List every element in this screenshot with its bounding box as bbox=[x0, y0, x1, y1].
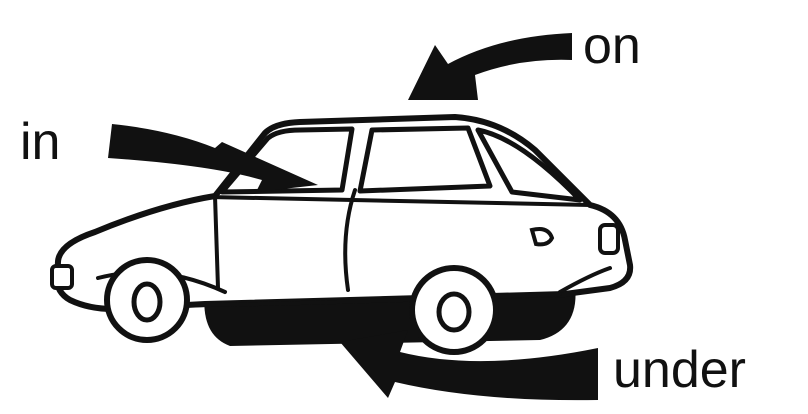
middle-window bbox=[360, 128, 490, 191]
label-in: in bbox=[20, 116, 60, 168]
arrow-on-icon bbox=[408, 33, 572, 100]
front-wheel bbox=[107, 260, 187, 340]
label-on: on bbox=[583, 20, 641, 72]
rear-wheel bbox=[412, 268, 496, 352]
label-under: under bbox=[613, 344, 746, 396]
